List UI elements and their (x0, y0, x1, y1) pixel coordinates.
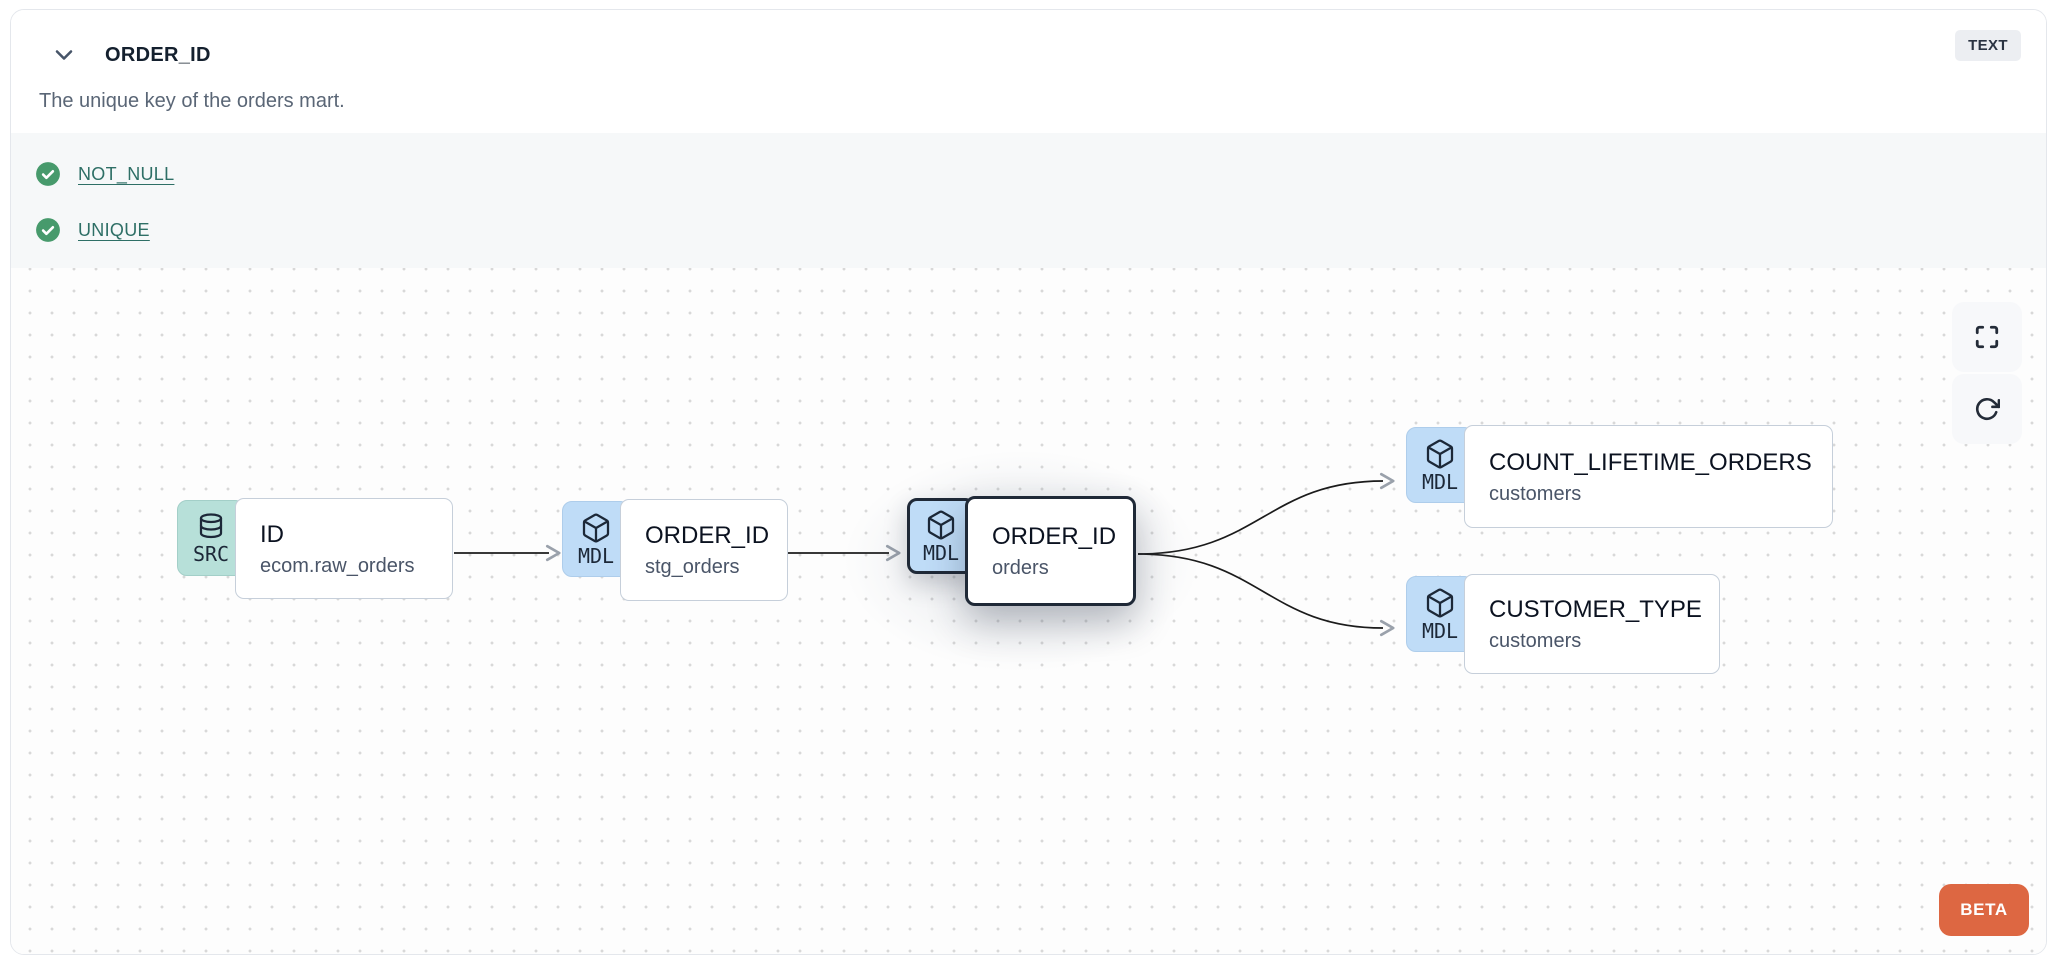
node-type-label: MDL (577, 544, 615, 568)
chevron-down-icon (55, 50, 73, 60)
check-circle-icon (36, 218, 60, 242)
test-row: UNIQUE (35, 209, 2046, 251)
node-type-label: SRC (192, 542, 230, 566)
cube-icon (927, 510, 955, 540)
lineage-canvas[interactable]: SRC ID ecom.raw_orders MDL ORDER_ID stg_… (11, 268, 2046, 954)
node-subtitle: stg_orders (645, 556, 740, 578)
node-title: ID (260, 520, 284, 548)
rotate-cw-icon (1975, 397, 2000, 421)
node-card: ORDER_ID orders (965, 496, 1136, 606)
test-link-not-null[interactable]: NOT_NULL (78, 163, 175, 184)
test-link-unique[interactable]: UNIQUE (78, 219, 150, 240)
node-title: CUSTOMER_TYPE (1489, 596, 1702, 623)
test-row: NOT_NULL (35, 153, 2046, 195)
fullscreen-button[interactable] (1952, 302, 2022, 372)
cube-icon (1426, 439, 1454, 469)
maximize-icon (1975, 325, 1999, 349)
database-icon (199, 513, 223, 539)
edge-orders-to-customer-type (1137, 553, 1395, 637)
node-title: ORDER_ID (992, 523, 1117, 550)
column-description: The unique key of the orders mart. (39, 90, 345, 112)
refresh-layout-button[interactable] (1952, 374, 2022, 444)
node-title: ORDER_ID (645, 522, 770, 549)
node-card: ID ecom.raw_orders (235, 498, 453, 599)
check-circle-icon (36, 162, 60, 186)
lineage-node-stg-orders[interactable]: MDL ORDER_ID stg_orders (562, 499, 788, 601)
node-subtitle: customers (1489, 630, 1582, 652)
node-card: COUNT_LIFETIME_ORDERS customers (1464, 425, 1833, 528)
tests-section: NOT_NULL UNIQUE (11, 133, 2046, 268)
column-type-badge: TEXT (1955, 30, 2021, 61)
node-type-label: MDL (1421, 619, 1459, 643)
cube-icon (582, 513, 610, 543)
collapse-button[interactable] (49, 40, 79, 70)
title-row: ORDER_ID (49, 40, 211, 70)
node-type-label: MDL (922, 541, 960, 565)
node-type-badge: MDL (562, 501, 630, 577)
lineage-node-customer-type[interactable]: MDL CUSTOMER_TYPE customers (1406, 574, 1720, 674)
lineage-node-count-lifetime-orders[interactable]: MDL COUNT_LIFETIME_ORDERS customers (1406, 425, 1833, 528)
edge-orders-to-count-lifetime-orders (1137, 472, 1395, 555)
node-type-badge: SRC (177, 500, 245, 576)
column-detail-panel: ORDER_ID TEXT The unique key of the orde… (10, 9, 2047, 955)
node-type-badge: MDL (1406, 576, 1474, 652)
lineage-node-source[interactable]: SRC ID ecom.raw_orders (177, 498, 453, 599)
node-type-label: MDL (1421, 470, 1459, 494)
beta-badge: BETA (1939, 884, 2029, 936)
cube-icon (1426, 588, 1454, 618)
node-subtitle: ecom.raw_orders (260, 554, 415, 577)
node-subtitle: customers (1489, 482, 1582, 505)
node-card: ORDER_ID stg_orders (620, 499, 788, 601)
node-title: COUNT_LIFETIME_ORDERS (1489, 448, 1812, 476)
lineage-edges (454, 472, 1395, 637)
node-type-badge: MDL (1406, 427, 1474, 503)
page-title: ORDER_ID (105, 43, 211, 66)
node-subtitle: orders (992, 557, 1049, 579)
lineage-node-orders-selected[interactable]: MDL ORDER_ID orders (837, 446, 1206, 676)
node-type-badge: MDL (907, 498, 975, 574)
node-card: CUSTOMER_TYPE customers (1464, 574, 1720, 674)
canvas-controls (1952, 302, 2022, 444)
header: ORDER_ID TEXT The unique key of the orde… (11, 10, 2046, 133)
